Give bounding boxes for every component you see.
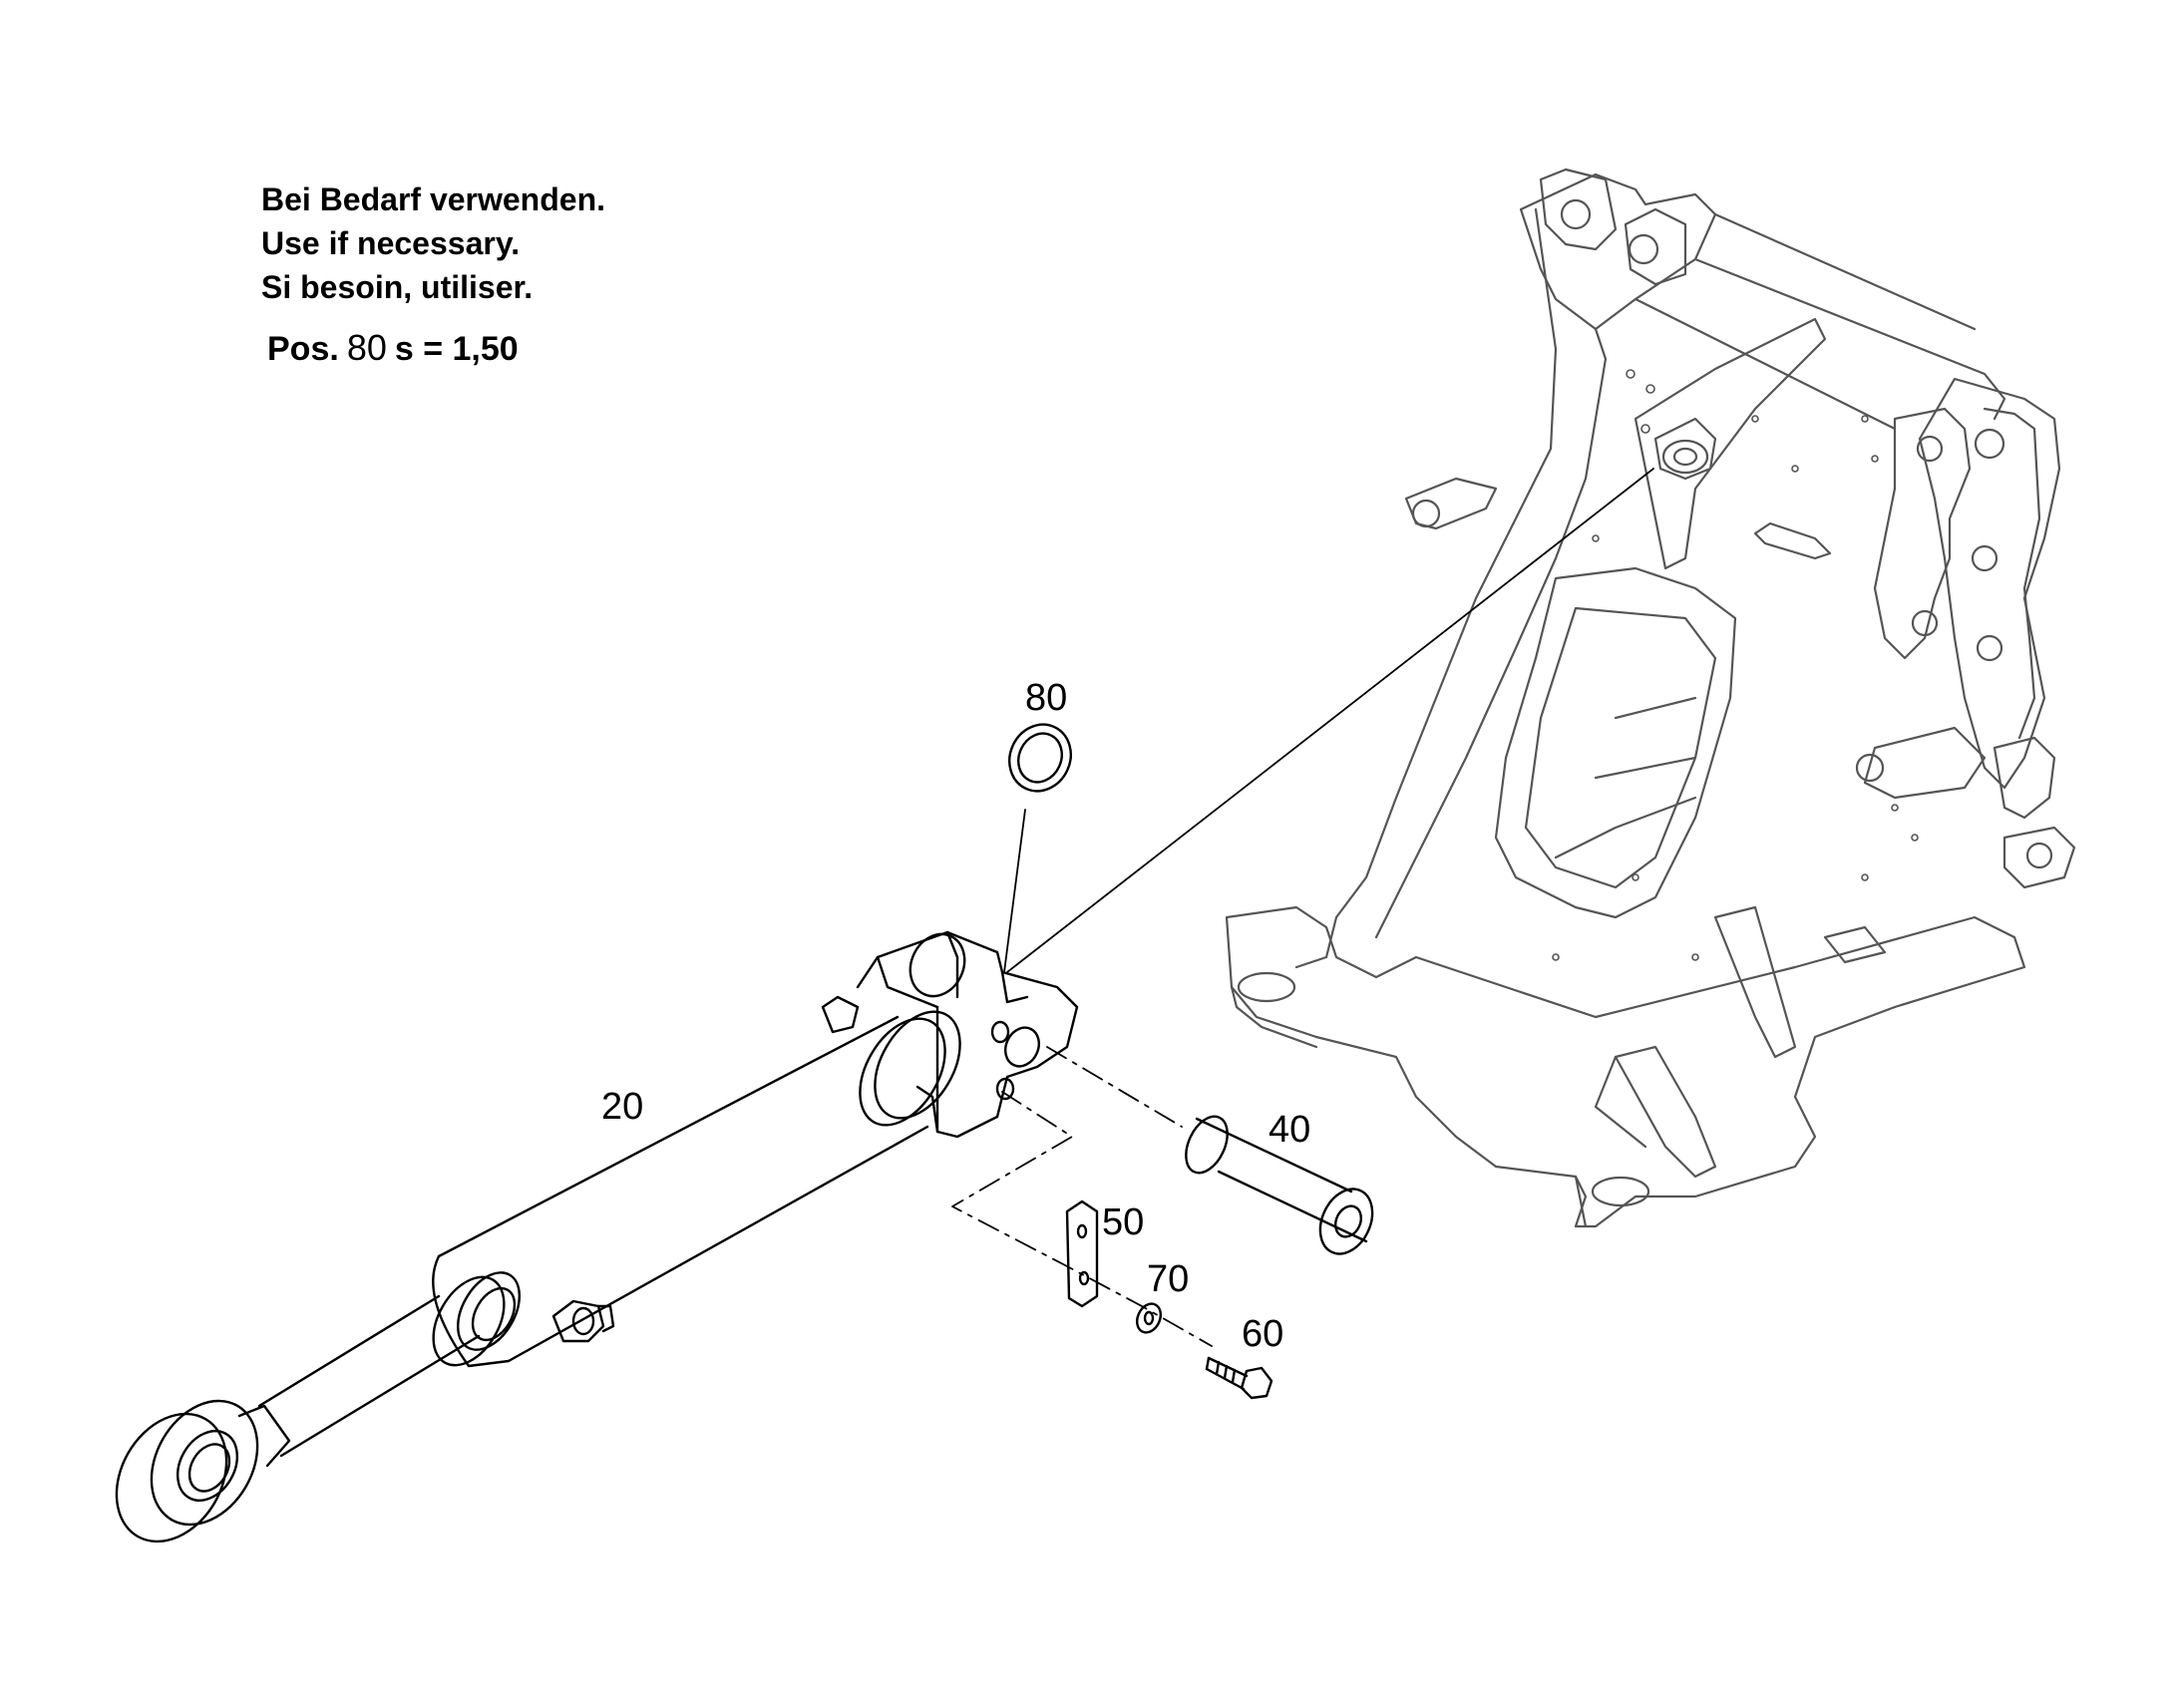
bolt-part-60 [1205,1356,1273,1400]
note-german: Bei Bedarf verwenden. [261,181,605,217]
cylinder-part-20 [115,930,1079,1543]
leader-lines [951,468,1654,1347]
callout-70: 70 [1147,1258,1189,1300]
spec-value: s = 1,50 [394,330,519,368]
callout-50: 50 [1102,1201,1144,1243]
note-english: Use if necessary. [261,225,521,261]
washer-part-70 [1135,1302,1163,1334]
lock-plate-part-50 [1065,1199,1099,1308]
callout-80: 80 [1025,677,1067,719]
spec-prefix: Pos. [267,330,339,368]
ring-part-80 [1008,723,1072,793]
note-french: Si besoin, utiliser. [261,269,534,305]
callout-40: 40 [1269,1109,1310,1151]
spec-position: 80 [346,327,387,368]
usage-note: Bei Bedarf verwenden. Use if necessary. … [261,177,605,309]
loader-frame [1225,168,2076,1228]
callout-20: 20 [601,1086,643,1128]
pin-part-40 [1185,1115,1374,1255]
callout-60: 60 [1242,1313,1283,1355]
